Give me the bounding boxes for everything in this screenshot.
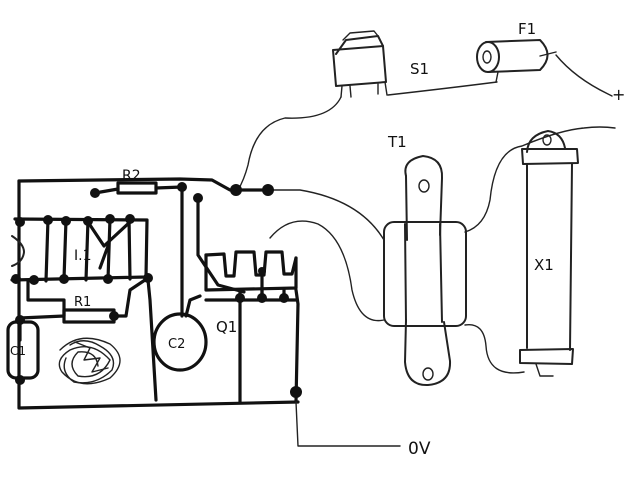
label-0v: 0V — [408, 439, 431, 459]
label-f1: F1 — [518, 20, 536, 38]
hv-wiring — [269, 126, 616, 374]
junction-dots — [11, 182, 302, 398]
capacitor-c2 — [152, 294, 208, 372]
circuit-board — [6, 177, 300, 410]
switch-s1 — [332, 30, 388, 98]
resistor-r2 — [116, 181, 158, 195]
transistor-q1 — [204, 250, 298, 302]
label-c1: C1 — [10, 344, 26, 358]
fuse-f1 — [476, 39, 557, 83]
label-s1: S1 — [410, 60, 429, 78]
label-t1: T1 — [387, 133, 407, 151]
tube-x1 — [519, 130, 579, 377]
label-ic: I.1 — [74, 248, 92, 264]
mains-wiring — [237, 54, 613, 191]
scribble — [58, 337, 121, 385]
label-r2: R2 — [122, 168, 141, 184]
zero-volt-wire — [295, 401, 401, 447]
ic-i1 — [10, 216, 149, 283]
resistor-r1 — [62, 308, 116, 324]
label-x1: X1 — [534, 256, 554, 274]
transformer-t1 — [383, 155, 467, 387]
label-plus: + — [612, 85, 625, 104]
label-c2: C2 — [168, 337, 185, 352]
label-r1: R1 — [74, 295, 91, 310]
label-q1: Q1 — [216, 318, 237, 336]
